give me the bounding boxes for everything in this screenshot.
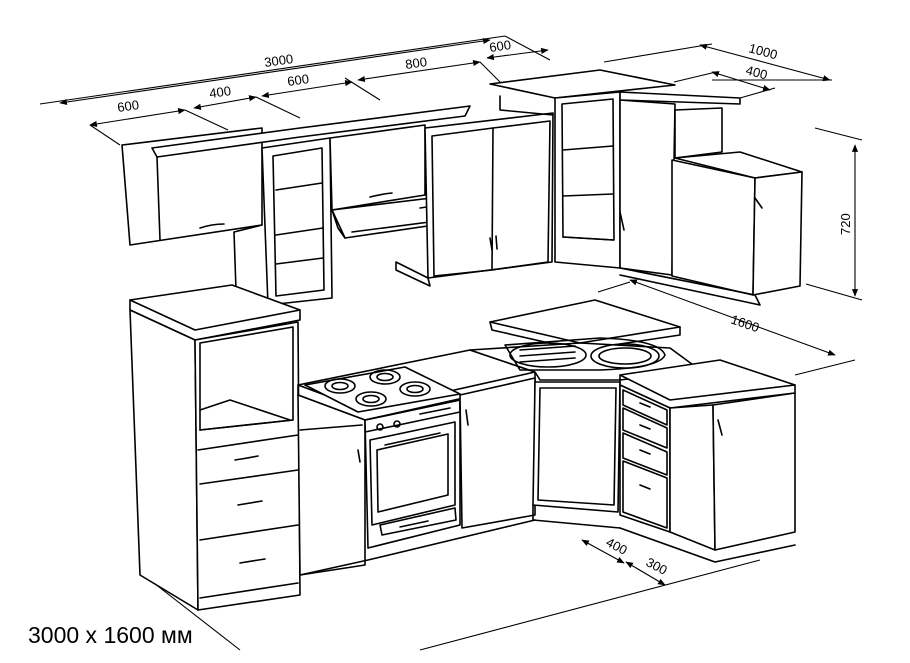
dim-720: 720 <box>838 213 853 235</box>
dim-1000: 1000 <box>747 40 779 62</box>
upper-corner-cabinet <box>489 69 741 276</box>
upper-cabinet-glass-left <box>233 137 333 306</box>
upper-cabinet-left <box>121 105 471 246</box>
kitchen-size-caption: 3000 x 1600 мм <box>28 622 193 648</box>
dim-400-upper: 400 <box>208 83 232 101</box>
tall-cabinet-left <box>129 284 301 611</box>
dim-600-corner: 600 <box>488 37 512 55</box>
upper-cabinet-double <box>395 112 554 287</box>
base-cabinet-right-door <box>619 392 796 563</box>
dim-400-right: 400 <box>744 62 769 82</box>
dim-1600: 1600 <box>729 312 761 336</box>
stove <box>304 366 461 549</box>
dimension-lines <box>39 35 863 586</box>
base-cabinet-door <box>299 377 536 576</box>
dim-800: 800 <box>404 54 428 72</box>
dim-600-mid: 600 <box>286 71 310 89</box>
floor-outline <box>149 559 761 651</box>
dim-3000: 3000 <box>263 51 294 70</box>
dim-600-left: 600 <box>116 97 140 115</box>
base-cabinet-small <box>297 394 366 576</box>
